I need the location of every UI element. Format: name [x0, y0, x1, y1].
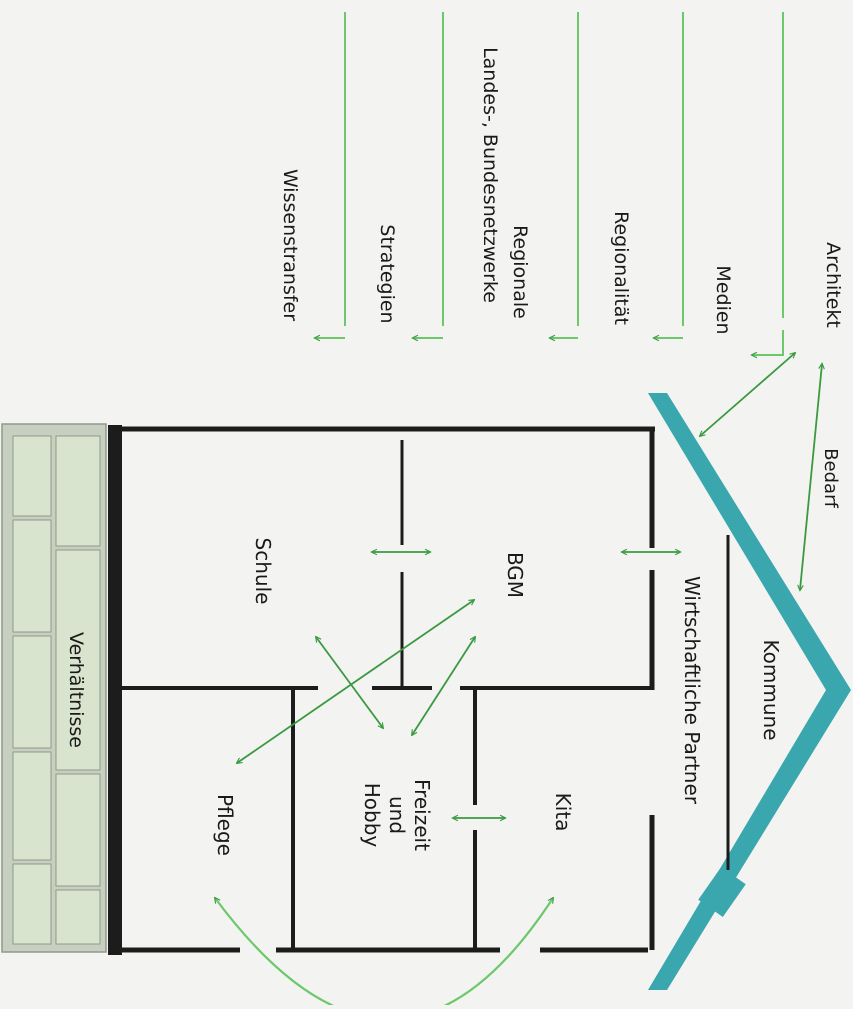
brick — [12, 519, 52, 633]
brick — [12, 435, 52, 517]
label-regionalitaet: Regionalität — [610, 211, 632, 325]
label-freizeit: Freizeit — [410, 779, 434, 851]
foundation-bar — [108, 425, 122, 955]
chimney — [698, 867, 746, 917]
brick — [12, 751, 52, 861]
label-verhaeltnisse: Verhältnisse — [65, 632, 87, 748]
influence-labels: Architekt Medien Regionalität Regionale … — [279, 47, 844, 335]
label-netzwerke: Landes-, Bundesnetzwerke — [479, 47, 501, 303]
label-medien: Medien — [712, 265, 734, 334]
brick — [55, 549, 101, 771]
room-arrows — [215, 552, 680, 1009]
arrow-architekt-down — [752, 330, 784, 355]
arrow-pflege-kita-curve — [215, 898, 553, 1009]
label-und: und — [385, 796, 409, 834]
influence-lines — [315, 12, 784, 355]
verhaeltnisse-wall: Verhältnisse — [1, 423, 107, 953]
label-kita: Kita — [551, 793, 575, 832]
arrow-bedarf — [800, 364, 822, 590]
label-schule: Schule — [251, 538, 275, 605]
arrow-schule-freizeit — [316, 637, 383, 728]
brick — [12, 863, 52, 945]
label-wissenstransfer: Wissenstransfer — [279, 169, 301, 321]
label-bedarf: Bedarf — [820, 448, 841, 508]
house-walls — [108, 425, 655, 955]
label-bgm: BGM — [503, 552, 527, 598]
arrow-freizeit-bgm — [412, 637, 475, 735]
label-kommune: Kommune — [759, 640, 783, 741]
architekt-arrows: Bedarf — [700, 353, 841, 590]
brick — [55, 773, 101, 887]
arrow-architekt-roof — [700, 353, 795, 436]
label-regionale: Regionale — [509, 225, 531, 319]
arrow-pflege-bgm — [237, 600, 474, 763]
roof: Kommune — [648, 393, 851, 990]
room-labels: Wirtschaftliche Partner BGM Schule Kita … — [213, 538, 704, 856]
brick — [55, 435, 101, 547]
label-architekt: Architekt — [822, 242, 844, 328]
brick — [12, 635, 52, 749]
brick — [55, 889, 101, 945]
label-strategien: Strategien — [376, 224, 398, 323]
label-pflege: Pflege — [213, 794, 237, 856]
label-hobby: Hobby — [360, 783, 384, 848]
label-wirtschaftliche-partner: Wirtschaftliche Partner — [680, 576, 704, 805]
